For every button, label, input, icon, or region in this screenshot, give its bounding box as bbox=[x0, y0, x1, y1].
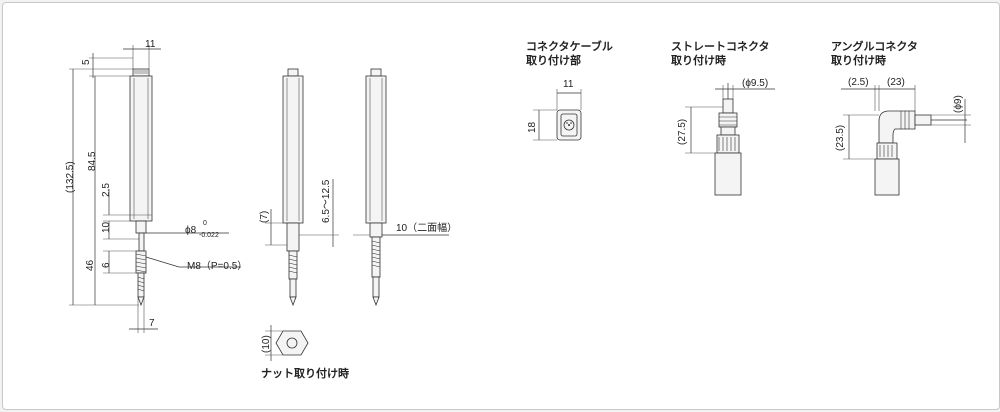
cable-title-2: 取り付け部 bbox=[526, 53, 581, 67]
cable-title-1: コネクタケーブル bbox=[526, 39, 613, 53]
probe-front-view bbox=[129, 68, 153, 307]
connector-cable-detail: コネクタケーブル 取り付け部 11 18 bbox=[526, 39, 613, 141]
cable-height: 18 bbox=[527, 121, 538, 133]
angle-title-1: アングルコネクタ bbox=[831, 39, 918, 53]
dim-top-offset: 5 bbox=[81, 59, 92, 65]
angle-title-2: 取り付け時 bbox=[831, 53, 886, 67]
probe-dimensions: 11 5 (132.5) 84.5 2.5 10 46 6 ϕ8 0 bbox=[65, 39, 247, 333]
dim-diameter: ϕ8 bbox=[185, 225, 197, 236]
dim-nut-side: (10) bbox=[261, 335, 272, 353]
dim-flats: 10（二面幅） bbox=[396, 221, 457, 234]
dim-nut-height: (7) bbox=[259, 211, 270, 223]
straight-title-2: 取り付け時 bbox=[671, 53, 726, 67]
dim-total-length: (132.5) bbox=[65, 161, 76, 193]
angle-diameter: (ϕ9) bbox=[953, 95, 964, 113]
nut-top-view: (10) ナット取り付け時 bbox=[261, 325, 349, 380]
angle-height: (23.5) bbox=[835, 125, 846, 151]
straight-height: (27.5) bbox=[677, 119, 688, 145]
dim-range: 6.5～12.5 bbox=[321, 179, 332, 223]
dim-top-width: 11 bbox=[145, 39, 156, 50]
straight-diameter: (ϕ9.5) bbox=[742, 78, 768, 89]
dim-bottom-width: 7 bbox=[149, 318, 155, 329]
dim-tol-upper: 0 bbox=[203, 220, 207, 227]
straight-title-1: ストレートコネクタ bbox=[671, 40, 770, 53]
dim-thread: M8（P=0.5） bbox=[187, 260, 247, 272]
angle-offset: (2.5) bbox=[848, 77, 869, 88]
dim-6: 6 bbox=[101, 262, 112, 268]
dim-10: 10 bbox=[101, 221, 112, 233]
straight-connector-detail: ストレートコネクタ 取り付け時 (ϕ9.5) (27.5) bbox=[671, 40, 775, 196]
nut-mount-label: ナット取り付け時 bbox=[261, 366, 349, 380]
angle-connector-detail: アングルコネクタ 取り付け時 (2.5) (23) (ϕ9) (23.5) bbox=[831, 39, 971, 196]
angle-length: (23) bbox=[887, 77, 905, 88]
cable-width: 11 bbox=[563, 79, 574, 90]
dim-tol-lower: -0.022 bbox=[199, 232, 219, 239]
probe-with-nut-view: (7) 6.5～12.5 bbox=[259, 68, 339, 307]
dimension-drawing: 11 5 (132.5) 84.5 2.5 10 46 6 ϕ8 0 bbox=[65, 39, 971, 380]
dim-body-length: 84.5 bbox=[87, 151, 98, 171]
dim-46: 46 bbox=[85, 259, 96, 271]
probe-side-view: 10（二面幅） bbox=[353, 68, 457, 307]
dim-2-5: 2.5 bbox=[101, 183, 112, 197]
